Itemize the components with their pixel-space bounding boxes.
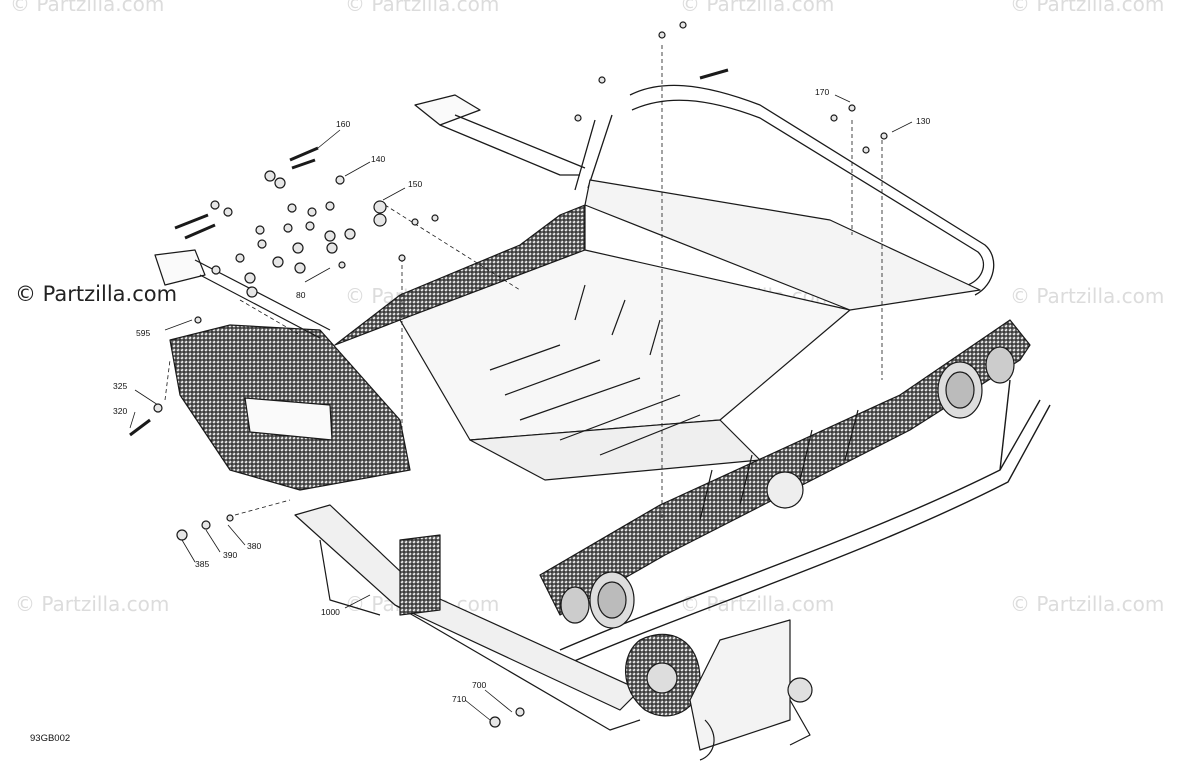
callout-170: 170 <box>815 87 830 97</box>
watermark: © Partzilla.com <box>680 0 835 16</box>
callout-140: 140 <box>371 154 386 164</box>
callout-150: 150 <box>408 179 423 189</box>
watermark: © Partzilla.com <box>680 592 835 616</box>
callout-1000: 1000 <box>321 607 340 617</box>
left-side-panel <box>154 249 411 491</box>
fasteners <box>129 21 888 728</box>
callout-80: 80 <box>296 290 306 300</box>
watermark: © Partzilla.com <box>10 0 165 16</box>
callout-320: 320 <box>113 406 128 416</box>
callout-700: 700 <box>472 680 487 690</box>
watermark: © Partzilla.com <box>1010 284 1165 308</box>
rear-tube-frame <box>414 84 995 296</box>
diagram-code: 93GB002 <box>30 733 71 744</box>
callout-390: 390 <box>223 550 238 560</box>
cargo-box <box>334 179 981 481</box>
watermark: © Partzilla.com <box>15 592 170 616</box>
leader-lines <box>164 45 883 520</box>
subframe-1000 <box>294 504 641 731</box>
callout-160: 160 <box>336 119 351 129</box>
callout-595: 595 <box>136 328 151 338</box>
callout-325: 325 <box>113 381 128 391</box>
watermark: © Partzilla.com <box>1010 0 1165 16</box>
callout-130: 130 <box>916 116 931 126</box>
tail-lights <box>560 346 1015 629</box>
hitch-assembly <box>625 619 813 761</box>
callout-leaders <box>129 94 913 721</box>
callout-710: 710 <box>452 694 467 704</box>
watermark: © Partzilla.com <box>1010 592 1165 616</box>
callout-380: 380 <box>247 541 262 551</box>
callout-385: 385 <box>195 559 210 569</box>
brand-logo: © Partzilla.com <box>15 282 178 306</box>
right-side-panel <box>539 319 1031 616</box>
watermark: © Partzilla.com <box>345 0 500 16</box>
